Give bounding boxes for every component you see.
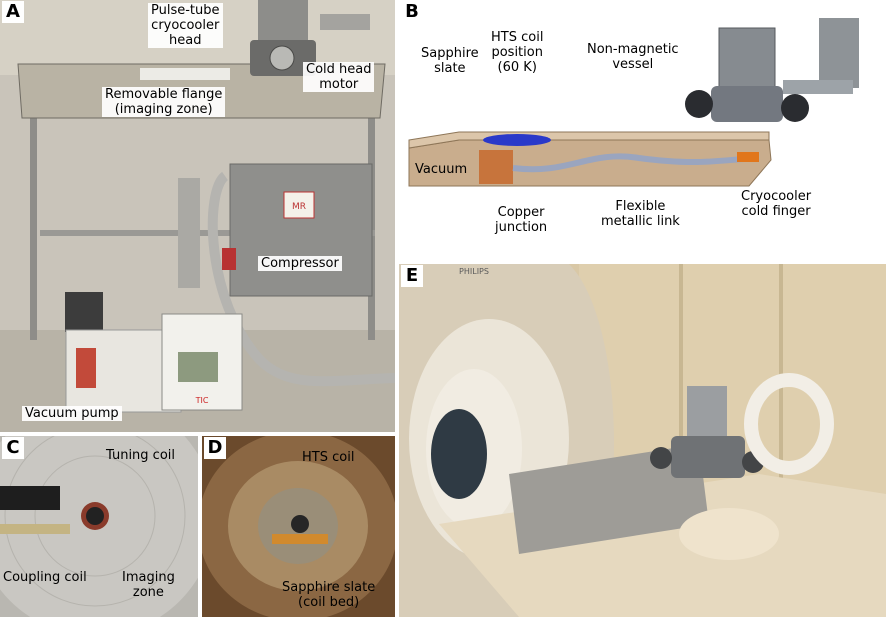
label-imaging-zone: Imaging zone xyxy=(122,570,175,600)
label-vacuum: Vacuum xyxy=(415,162,468,177)
scanner-brand-text: PHILIPS xyxy=(459,267,489,276)
cryostat-cad-diagram xyxy=(399,0,886,260)
label-coupling-coil: Coupling coil xyxy=(3,570,87,585)
panel-c-letter: C xyxy=(2,437,24,459)
panel-d-photo: D HTS coil Sapphire slate (coil bed) xyxy=(202,436,395,617)
panel-e-letter: E xyxy=(401,265,423,287)
controller-brand-text: TIC xyxy=(195,396,209,405)
panel-b-letter: B xyxy=(401,1,423,23)
label-copper-junction: Copper junction xyxy=(495,205,548,235)
label-cryocooler-head: Pulse-tube cryocooler head xyxy=(148,3,223,48)
flange-coil-photo xyxy=(0,436,198,617)
panel-d-letter: D xyxy=(204,437,226,459)
label-sapphire-slate-b: Sapphire slate xyxy=(421,46,479,76)
label-flexible-link: Flexible metallic link xyxy=(601,199,680,229)
label-sapphire-slate-d: Sapphire slate (coil bed) xyxy=(282,580,376,610)
label-cold-finger: Cryocooler cold finger xyxy=(741,189,812,219)
label-cold-head-motor: Cold head motor xyxy=(303,62,375,92)
label-tuning-coil: Tuning coil xyxy=(106,448,176,463)
label-vacuum-pump: Vacuum pump xyxy=(22,406,122,421)
panel-e-photo: PHILIPS E xyxy=(399,264,886,617)
mri-scanner-photo: PHILIPS xyxy=(399,264,886,617)
compressor-sticker-text: MR xyxy=(292,202,306,212)
label-removable-flange: Removable flange (imaging zone) xyxy=(102,87,226,117)
label-hts-coil-position: HTS coil position (60 K) xyxy=(491,30,544,75)
hts-coil-bed-photo xyxy=(202,436,395,617)
panel-b-diagram: B Sapphire slate HTS coil position (60 K… xyxy=(399,0,886,260)
panel-a-letter: A xyxy=(2,1,24,23)
label-hts-coil: HTS coil xyxy=(302,450,355,465)
panel-a-photo: MR TIC A Pulse-tube cryocooler head Cold… xyxy=(0,0,395,432)
label-compressor: Compressor xyxy=(258,256,342,271)
panel-c-photo: C Tuning coil Coupling coil Imaging zone xyxy=(0,436,198,617)
label-non-magnetic-vessel: Non-magnetic vessel xyxy=(587,42,679,72)
